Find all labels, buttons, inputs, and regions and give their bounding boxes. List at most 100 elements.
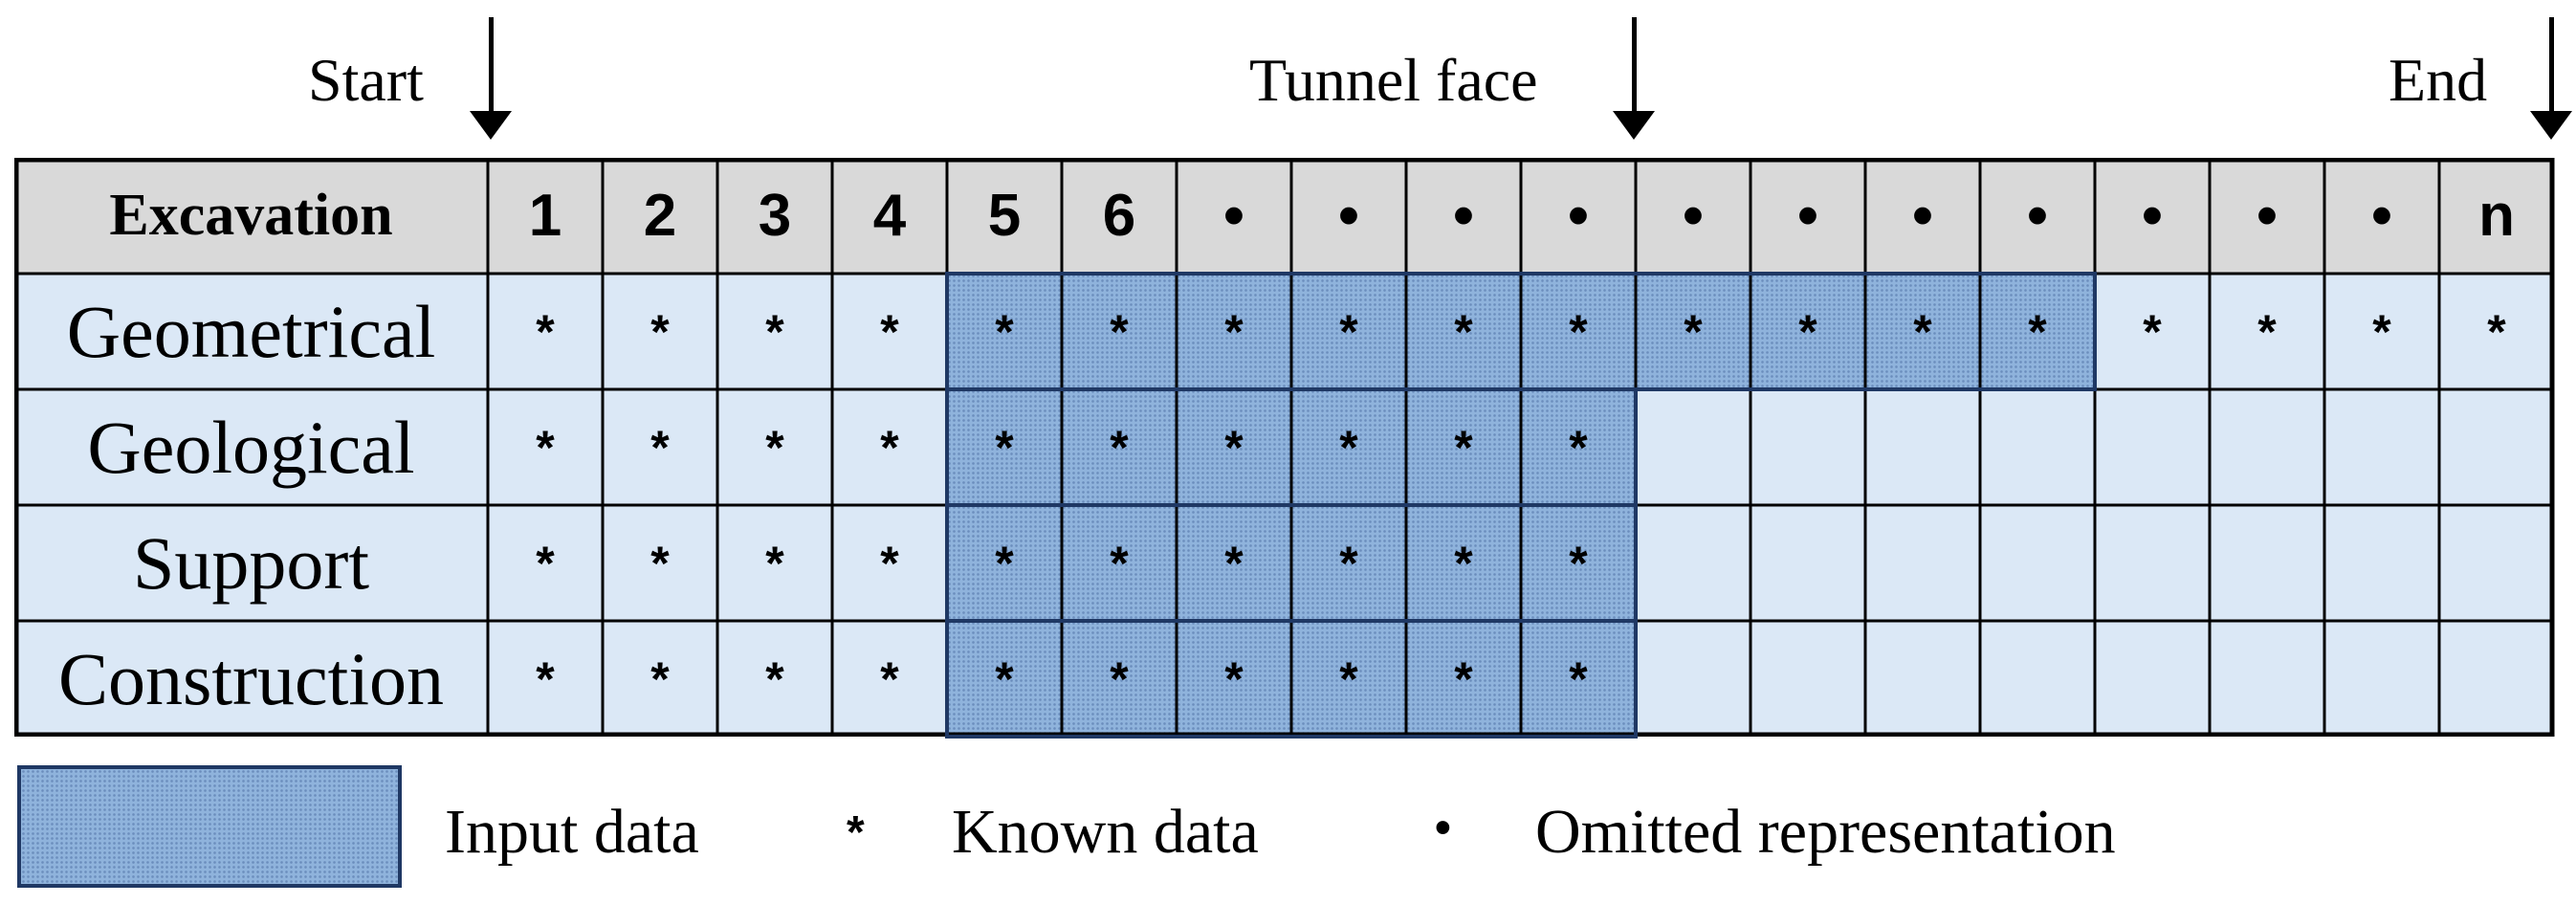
tunnel-face-arrow-icon — [1613, 17, 1655, 142]
table-cell: * — [832, 389, 947, 505]
table-cell — [2439, 505, 2554, 621]
header-column-3: 3 — [717, 158, 832, 274]
header-column-9: • — [1406, 158, 1521, 274]
table-cell: * — [1406, 274, 1521, 389]
table-cell: * — [2439, 274, 2554, 389]
row-label-support: Support — [14, 505, 488, 621]
table-cell: * — [1177, 505, 1291, 621]
table-cell — [1750, 505, 1865, 621]
table-cell: * — [1521, 505, 1636, 621]
table-cell — [1980, 389, 2095, 505]
header-column-1: 1 — [488, 158, 603, 274]
table-cell: * — [717, 389, 832, 505]
table-cell: * — [2210, 274, 2324, 389]
table-cell — [2095, 389, 2210, 505]
legend-known-symbol: * — [847, 807, 865, 858]
table-cell: * — [1521, 389, 1636, 505]
table-cell: * — [717, 621, 832, 737]
table-cell: * — [717, 505, 832, 621]
row-label-construction: Construction — [14, 621, 488, 737]
table-cell: * — [1636, 274, 1750, 389]
table-cell: * — [488, 389, 603, 505]
table-cell: * — [488, 505, 603, 621]
table-cell: * — [1291, 274, 1406, 389]
table-cell — [2439, 621, 2554, 737]
row-label-geometrical: Geometrical — [14, 274, 488, 389]
legend-omitted-symbol: • — [1435, 803, 1451, 853]
header-column-16: • — [2210, 158, 2324, 274]
table-cell: * — [1980, 274, 2095, 389]
table-cell: * — [1062, 505, 1177, 621]
table-cell: * — [1406, 621, 1521, 737]
table-cell — [1865, 505, 1980, 621]
table-cell: * — [1062, 389, 1177, 505]
header-column-12: • — [1750, 158, 1865, 274]
table-cell — [1750, 389, 1865, 505]
table-cell — [2324, 505, 2439, 621]
end-label: End — [2389, 46, 2488, 114]
header-column-11: • — [1636, 158, 1750, 274]
table-cell: * — [603, 389, 717, 505]
header-column-13: • — [1865, 158, 1980, 274]
header-column-18: n — [2439, 158, 2554, 274]
table-cell: * — [832, 505, 947, 621]
table-cell: * — [1521, 274, 1636, 389]
table-cell — [1636, 389, 1750, 505]
header-column-4: 4 — [832, 158, 947, 274]
table-cell: * — [1062, 274, 1177, 389]
header-column-8: • — [1291, 158, 1406, 274]
table-cell — [1865, 621, 1980, 737]
table-cell: * — [1177, 274, 1291, 389]
table-cell: * — [603, 621, 717, 737]
header-column-15: • — [2095, 158, 2210, 274]
table-cell: * — [947, 621, 1062, 737]
table-cell: * — [1750, 274, 1865, 389]
start-arrow-icon — [470, 17, 512, 142]
header-column-10: • — [1521, 158, 1636, 274]
table-cell: * — [488, 274, 603, 389]
table-cell: * — [1406, 505, 1521, 621]
table-cell: * — [1062, 621, 1177, 737]
table-cell — [1980, 621, 2095, 737]
table-cell — [2095, 505, 2210, 621]
header-column-17: • — [2324, 158, 2439, 274]
table-cell — [2210, 621, 2324, 737]
table-cell — [1636, 621, 1750, 737]
table-cell — [2210, 389, 2324, 505]
table-cell: * — [488, 621, 603, 737]
header-column-2: 2 — [603, 158, 717, 274]
header-column-7: • — [1177, 158, 1291, 274]
header-column-6: 6 — [1062, 158, 1177, 274]
tunnel-face-label: Tunnel face — [1249, 46, 1538, 114]
table-cell — [1980, 505, 2095, 621]
table-cell: * — [603, 274, 717, 389]
table-cell: * — [947, 505, 1062, 621]
header-column-14: • — [1980, 158, 2095, 274]
table-cell: * — [1521, 621, 1636, 737]
legend-omitted-label: Omitted representation — [1535, 797, 2116, 867]
table-cell: * — [947, 274, 1062, 389]
table-cell: * — [1865, 274, 1980, 389]
table-cell: * — [1291, 389, 1406, 505]
table-cell: * — [1177, 621, 1291, 737]
table-cell: * — [832, 621, 947, 737]
table-cell — [2324, 389, 2439, 505]
table-cell — [2324, 621, 2439, 737]
table-cell: * — [2324, 274, 2439, 389]
table-cell: * — [603, 505, 717, 621]
table-cell: * — [832, 274, 947, 389]
header-column-5: 5 — [947, 158, 1062, 274]
table-cell: * — [2095, 274, 2210, 389]
header-excavation-label: Excavation — [14, 158, 488, 274]
end-arrow-icon — [2530, 17, 2572, 142]
table-cell — [2210, 505, 2324, 621]
table-cell — [2439, 389, 2554, 505]
row-label-geological: Geological — [14, 389, 488, 505]
table-cell: * — [1177, 389, 1291, 505]
table-cell: * — [947, 389, 1062, 505]
table-cell — [1865, 389, 1980, 505]
table-cell — [2095, 621, 2210, 737]
table-cell: * — [1291, 621, 1406, 737]
table-cell: * — [717, 274, 832, 389]
table-cell: * — [1406, 389, 1521, 505]
